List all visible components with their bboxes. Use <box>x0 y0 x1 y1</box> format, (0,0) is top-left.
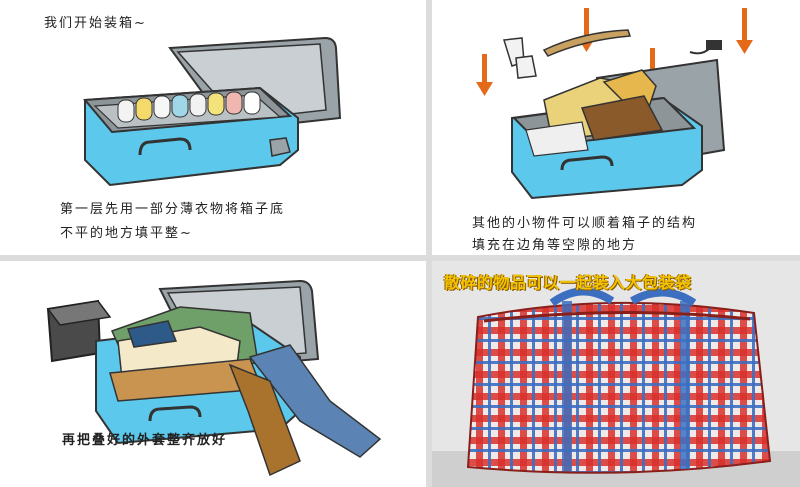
suitcase-small-items-illustration <box>476 8 753 200</box>
panel-step-4: 散碎的物品可以一起装入大包装袋 <box>432 261 800 487</box>
suitcase-coats-illustration <box>46 279 382 477</box>
step1-caption-line1: 第一层先用一部分薄衣物将箱子底 <box>60 202 286 217</box>
step3-caption-line1: 再把叠好的外套整齐放好 <box>62 433 228 448</box>
panel-step-2: 其他的小物件可以顺着箱子的结构 填充在边角等空隙的地方 <box>432 0 800 255</box>
panel-step-3: 再把叠好的外套整齐放好 <box>0 261 426 487</box>
step2-caption-line1: 其他的小物件可以顺着箱子的结构 <box>472 216 698 231</box>
step1-caption-line2: 不平的地方填平整~ <box>60 226 193 241</box>
panel-step-1: 我们开始装箱~ 第一层先用一部分薄衣物将箱子底 不平的地方填平整~ <box>0 0 426 255</box>
step1-title: 我们开始装箱~ <box>44 16 147 31</box>
step4-title: 散碎的物品可以一起装入大包装袋 <box>444 273 692 292</box>
suitcase-open-illustration <box>82 36 342 187</box>
step2-caption-line2: 填充在边角等空隙的地方 <box>472 238 638 253</box>
plaid-storage-bag-photo <box>432 261 800 487</box>
